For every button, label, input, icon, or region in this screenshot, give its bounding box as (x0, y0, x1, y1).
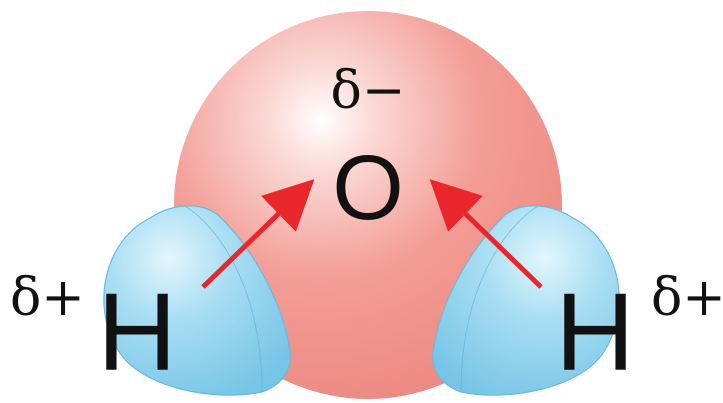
hydrogen-left-charge-label: δ+ (10, 268, 85, 328)
hydrogen-right-sphere (432, 205, 620, 396)
oxygen-charge-label: δ− (331, 61, 406, 121)
hydrogen-left-overlap (184, 205, 263, 393)
hydrogen-left-symbol-label: H (97, 271, 176, 394)
hydrogen-right-charge-label: δ+ (651, 268, 723, 328)
oxygen-symbol-label: O (332, 137, 404, 239)
arrow-right (429, 179, 543, 289)
hydrogen-left-sphere (103, 205, 291, 396)
arrow-left (201, 179, 315, 289)
hydrogen-right-symbol-label: H (555, 271, 634, 394)
hydrogen-right-overlap (460, 205, 539, 393)
